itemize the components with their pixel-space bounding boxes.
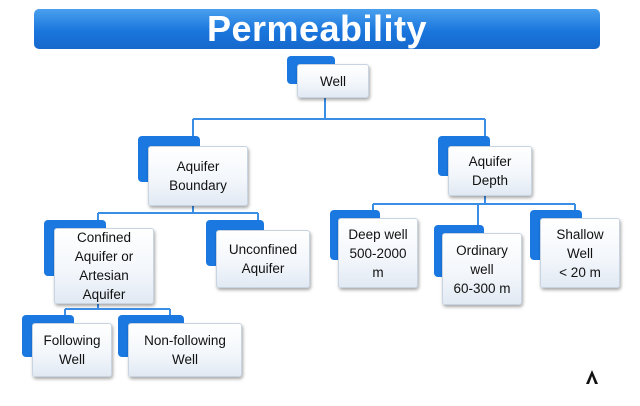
node-ordinary-well: Ordinary well 60-300 m	[434, 225, 522, 305]
page-title: Permeability	[206, 8, 428, 49]
node-deep-well: Deep well 500-2000 m	[330, 210, 418, 288]
node-unconfined-aquifer: Unconfined Aquifer	[206, 220, 310, 288]
node-shallow-well: Shallow Well < 20 m	[530, 210, 620, 288]
node-ordinary-well-label: Ordinary well 60-300 m	[442, 233, 522, 305]
node-aquifer-depth: Aquifer Depth	[438, 136, 532, 196]
node-non-following-well: Non-following Well	[118, 315, 242, 377]
node-well: Well	[287, 56, 369, 98]
node-confined-aquifer-label: Confined Aquifer or Artesian Aquifer	[54, 228, 154, 304]
node-aquifer-depth-label: Aquifer Depth	[448, 146, 532, 196]
node-well-label: Well	[297, 64, 369, 98]
node-aquifer-boundary-label: Aquifer Boundary	[148, 146, 248, 206]
node-following-well-label: Following Well	[32, 323, 112, 377]
node-following-well: Following Well	[22, 315, 112, 377]
logo-icon	[586, 370, 598, 384]
node-shallow-well-label: Shallow Well < 20 m	[540, 218, 620, 288]
title-banner: Permeability	[34, 8, 600, 49]
node-unconfined-aquifer-label: Unconfined Aquifer	[216, 230, 310, 288]
node-deep-well-label: Deep well 500-2000 m	[338, 218, 418, 288]
node-aquifer-boundary: Aquifer Boundary	[138, 136, 248, 206]
node-confined-aquifer: Confined Aquifer or Artesian Aquifer	[44, 220, 154, 304]
node-non-following-well-label: Non-following Well	[128, 323, 242, 377]
